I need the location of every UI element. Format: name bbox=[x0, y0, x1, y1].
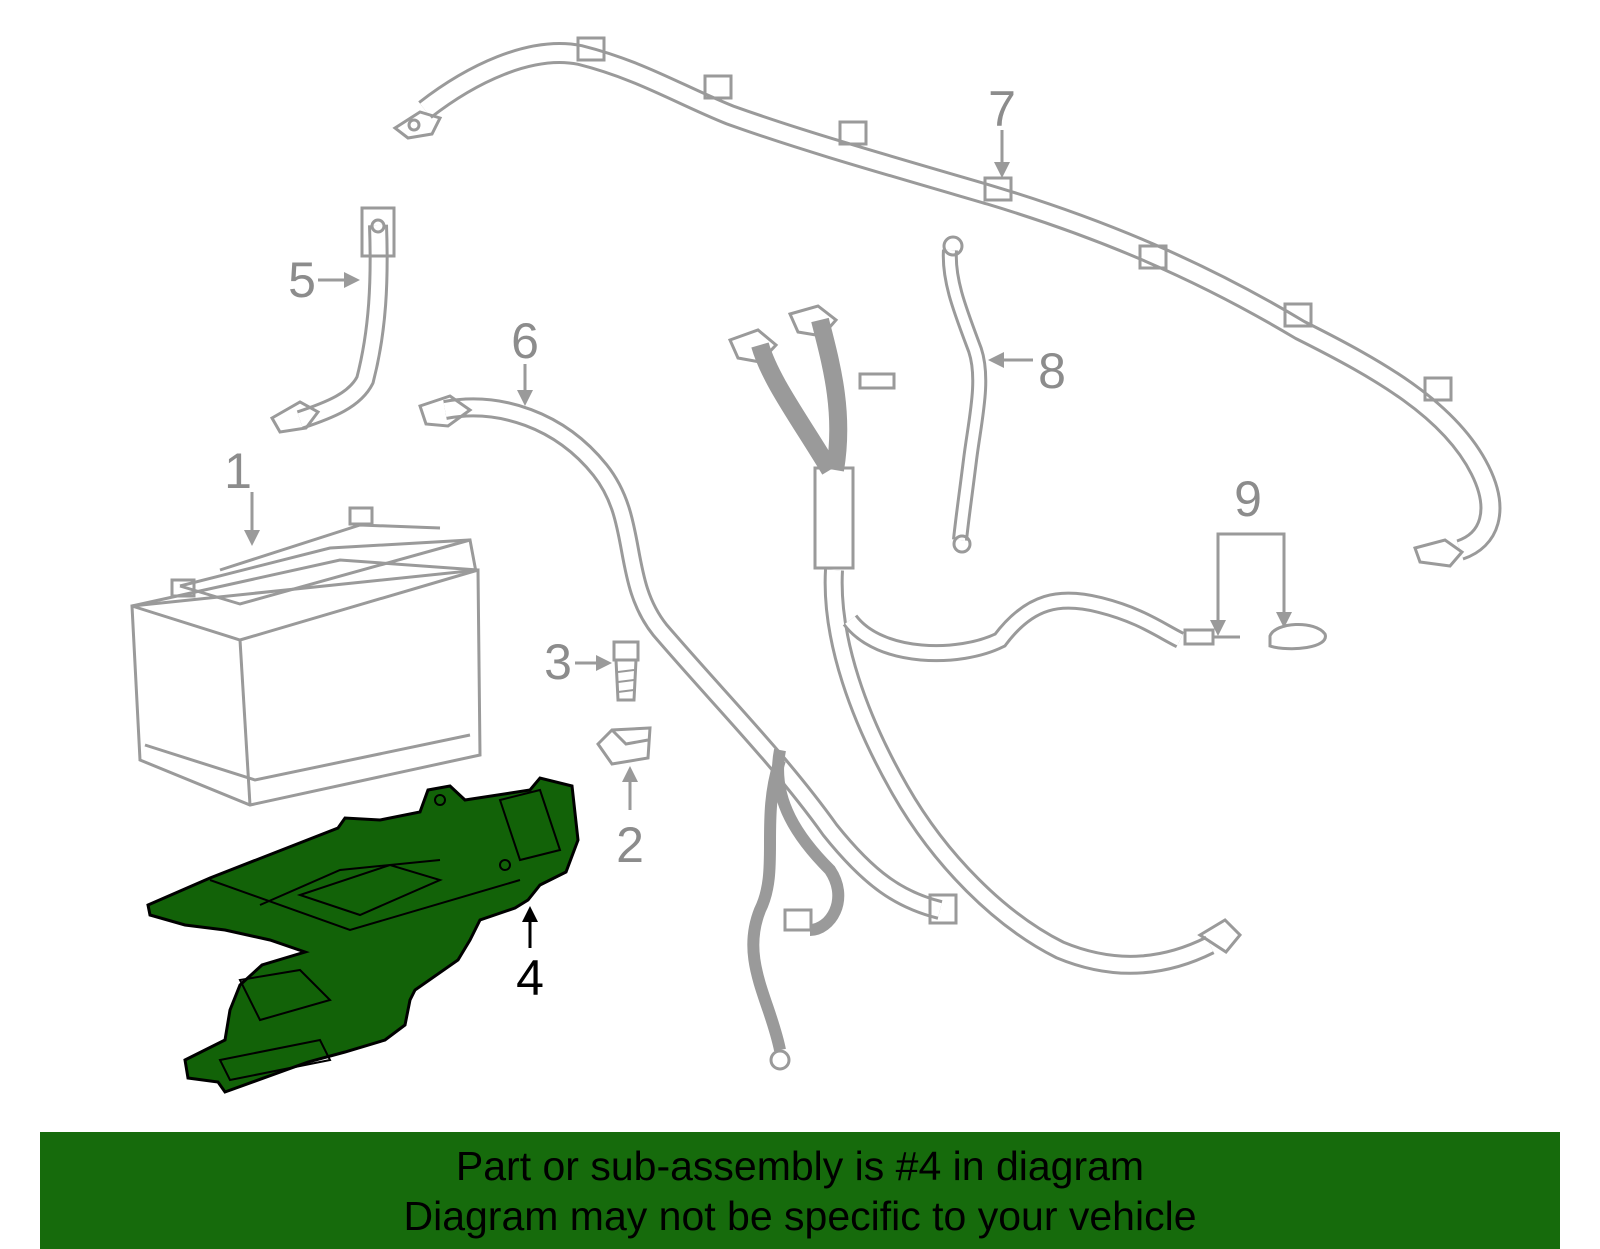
callout-5-label: 5 bbox=[288, 252, 316, 308]
callout-4: 4 bbox=[516, 906, 544, 1006]
part-4-battery-tray bbox=[146, 776, 580, 1094]
part-5-strap-cable bbox=[269, 206, 396, 434]
part-8-ground-strap bbox=[941, 235, 988, 554]
callout-5: 5 bbox=[288, 252, 360, 308]
callout-6-label: 6 bbox=[511, 313, 539, 369]
callout-2: 2 bbox=[616, 766, 644, 873]
callout-3-label: 3 bbox=[544, 634, 572, 690]
callout-2-label: 2 bbox=[616, 817, 644, 873]
callout-1-label: 1 bbox=[224, 443, 252, 499]
callout-9-label: 9 bbox=[1234, 471, 1262, 527]
callout-8: 8 bbox=[988, 343, 1066, 399]
part-9-terminal-hardware bbox=[1183, 622, 1327, 651]
parts-diagram: 1 2 3 4 5 6 7 8 9 bbox=[130, 36, 1502, 1094]
callout-1: 1 bbox=[224, 443, 260, 546]
banner-line-2: Diagram may not be specific to your vehi… bbox=[403, 1192, 1197, 1239]
part-2-bracket bbox=[596, 726, 652, 766]
part-6-positive-cable bbox=[418, 394, 958, 1071]
part-3-bolt bbox=[612, 640, 640, 702]
callout-4-label: 4 bbox=[516, 950, 544, 1006]
callout-8-label: 8 bbox=[1038, 343, 1066, 399]
callout-3: 3 bbox=[544, 634, 612, 690]
banner-line-1: Part or sub-assembly is #4 in diagram bbox=[455, 1142, 1145, 1189]
callout-9: 9 bbox=[1210, 471, 1292, 636]
part-1-battery bbox=[130, 506, 482, 807]
callout-7-label: 7 bbox=[988, 81, 1016, 137]
negative-cable-assembly bbox=[727, 304, 1243, 975]
callout-6: 6 bbox=[511, 313, 539, 406]
part-7-main-harness bbox=[392, 36, 1502, 568]
info-banner: Part or sub-assembly is #4 in diagram Di… bbox=[40, 1132, 1560, 1249]
callout-7: 7 bbox=[988, 81, 1016, 178]
